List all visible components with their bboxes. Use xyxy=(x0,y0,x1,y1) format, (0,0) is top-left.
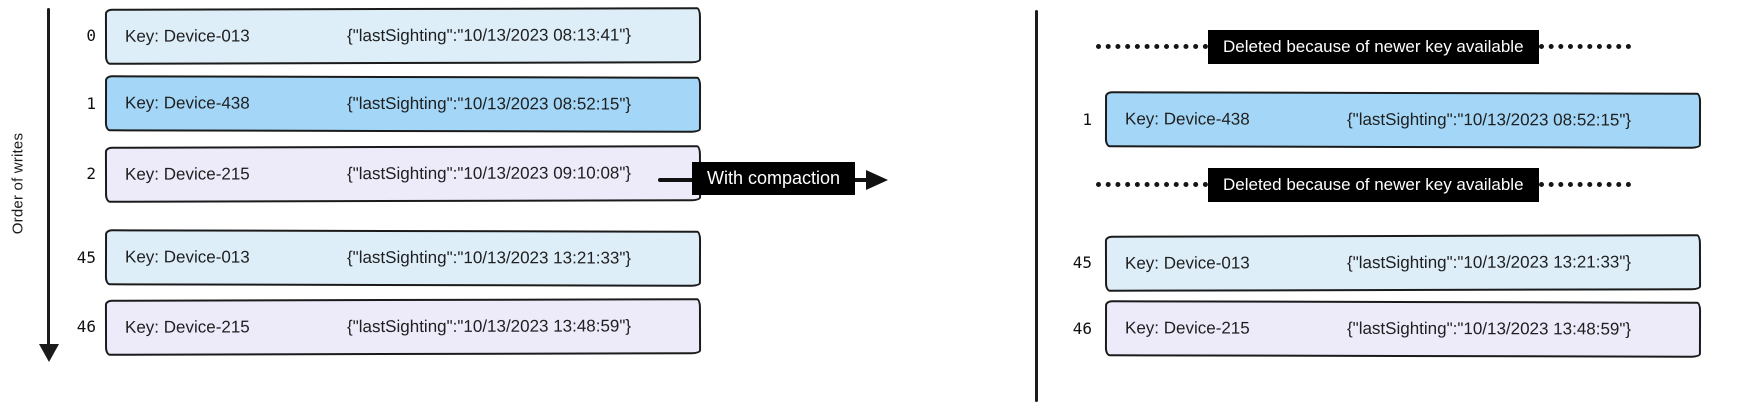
left-offset-0: 0 xyxy=(86,26,96,45)
record-key: Key: Device-013 xyxy=(124,247,250,267)
log-record: Key: Device-013 {"lastSighting":"10/13/2… xyxy=(104,7,702,65)
right-offset-1: 1 xyxy=(1082,110,1092,129)
record-value: {"lastSighting":"10/13/2023 13:48:59"} xyxy=(346,316,632,337)
deleted-label: Deleted because of newer key available xyxy=(1208,29,1539,64)
order-axis-label: Order of writes xyxy=(9,132,27,235)
dotted-line xyxy=(1096,44,1208,49)
log-record: Key: Device-438 {"lastSighting":"10/13/2… xyxy=(1104,91,1702,149)
log-record: Key: Device-215 {"lastSighting":"10/13/2… xyxy=(104,298,702,356)
record-value: {"lastSighting":"10/13/2023 13:48:59"} xyxy=(1346,318,1632,339)
record-key: Key: Device-013 xyxy=(124,26,250,46)
record-value: {"lastSighting":"10/13/2023 08:13:41"} xyxy=(346,25,632,46)
record-value: {"lastSighting":"10/13/2023 13:21:33"} xyxy=(1346,252,1632,273)
deleted-marker: Deleted because of newer key available xyxy=(1096,167,1708,202)
deleted-marker: Deleted because of newer key available xyxy=(1096,29,1708,64)
left-offset-2: 2 xyxy=(86,164,96,183)
compaction-arrow-label: With compaction xyxy=(692,162,856,195)
arrow-down-icon xyxy=(39,344,59,362)
log-record: Key: Device-215 {"lastSighting":"10/13/2… xyxy=(1104,300,1702,358)
log-record: Key: Device-013 {"lastSighting":"10/13/2… xyxy=(1104,234,1702,292)
left-offset-45: 45 xyxy=(76,248,96,267)
record-value: {"lastSighting":"10/13/2023 09:10:08"} xyxy=(346,163,632,184)
record-value: {"lastSighting":"10/13/2023 08:52:15"} xyxy=(1346,109,1632,130)
right-offset-45: 45 xyxy=(1072,253,1092,272)
deleted-label: Deleted because of newer key available xyxy=(1208,167,1539,202)
compacted-log-divider xyxy=(1035,10,1038,402)
left-offset-1: 1 xyxy=(86,94,96,113)
left-offset-46: 46 xyxy=(76,317,96,336)
record-value: {"lastSighting":"10/13/2023 08:52:15"} xyxy=(346,93,632,114)
dotted-line xyxy=(1538,44,1631,49)
dotted-line xyxy=(1538,182,1631,187)
arrow-right-icon xyxy=(866,170,888,190)
order-axis-line xyxy=(47,8,50,346)
log-record: Key: Device-438 {"lastSighting":"10/13/2… xyxy=(104,75,702,133)
record-key: Key: Device-215 xyxy=(124,317,250,337)
log-record: Key: Device-215 {"lastSighting":"10/13/2… xyxy=(104,145,702,203)
record-value: {"lastSighting":"10/13/2023 13:21:33"} xyxy=(346,247,632,268)
record-key: Key: Device-438 xyxy=(124,93,250,113)
right-offset-46: 46 xyxy=(1072,319,1092,338)
record-key: Key: Device-215 xyxy=(124,164,250,184)
record-key: Key: Device-438 xyxy=(1124,109,1250,129)
record-key: Key: Device-215 xyxy=(1124,318,1250,338)
log-record: Key: Device-013 {"lastSighting":"10/13/2… xyxy=(104,229,702,287)
record-key: Key: Device-013 xyxy=(1124,253,1250,273)
dotted-line xyxy=(1096,182,1208,187)
